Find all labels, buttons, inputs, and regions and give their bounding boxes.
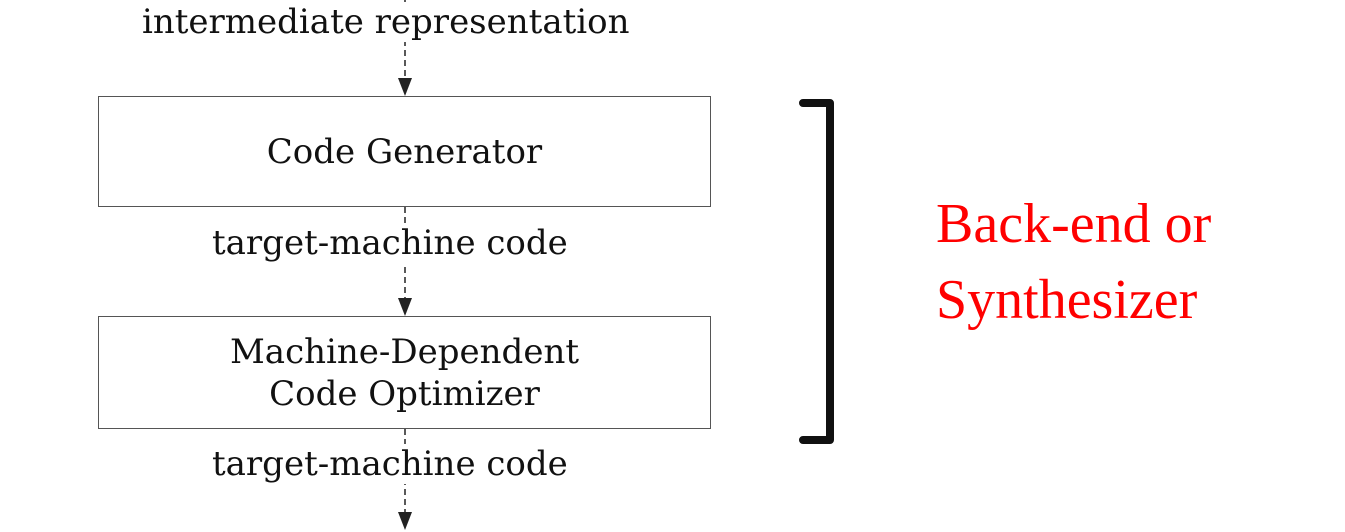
optimizer-label-line-2: Code Optimizer [269, 373, 540, 414]
arrowhead-middle [398, 298, 412, 316]
optimizer-label-line-1: Machine-Dependent [229, 331, 579, 372]
machine-dependent-optimizer-box: Machine-Dependent Code Optimizer [98, 316, 711, 429]
output-label-target-machine-code-2: target-machine code [208, 444, 572, 484]
phase-label-line-1: Back-end or [936, 193, 1212, 255]
arrowhead-top [398, 78, 412, 96]
arrowhead-bottom [398, 512, 412, 530]
back-end-bracket [799, 99, 834, 444]
code-generator-label: Code Generator [266, 131, 543, 172]
phase-label-back-end: Back-end or Synthesizer [936, 186, 1211, 338]
phase-label-line-2: Synthesizer [936, 269, 1198, 331]
code-generator-box: Code Generator [98, 96, 711, 207]
input-label-intermediate-representation: intermediate representation [138, 2, 634, 42]
output-label-target-machine-code-1: target-machine code [208, 223, 572, 263]
